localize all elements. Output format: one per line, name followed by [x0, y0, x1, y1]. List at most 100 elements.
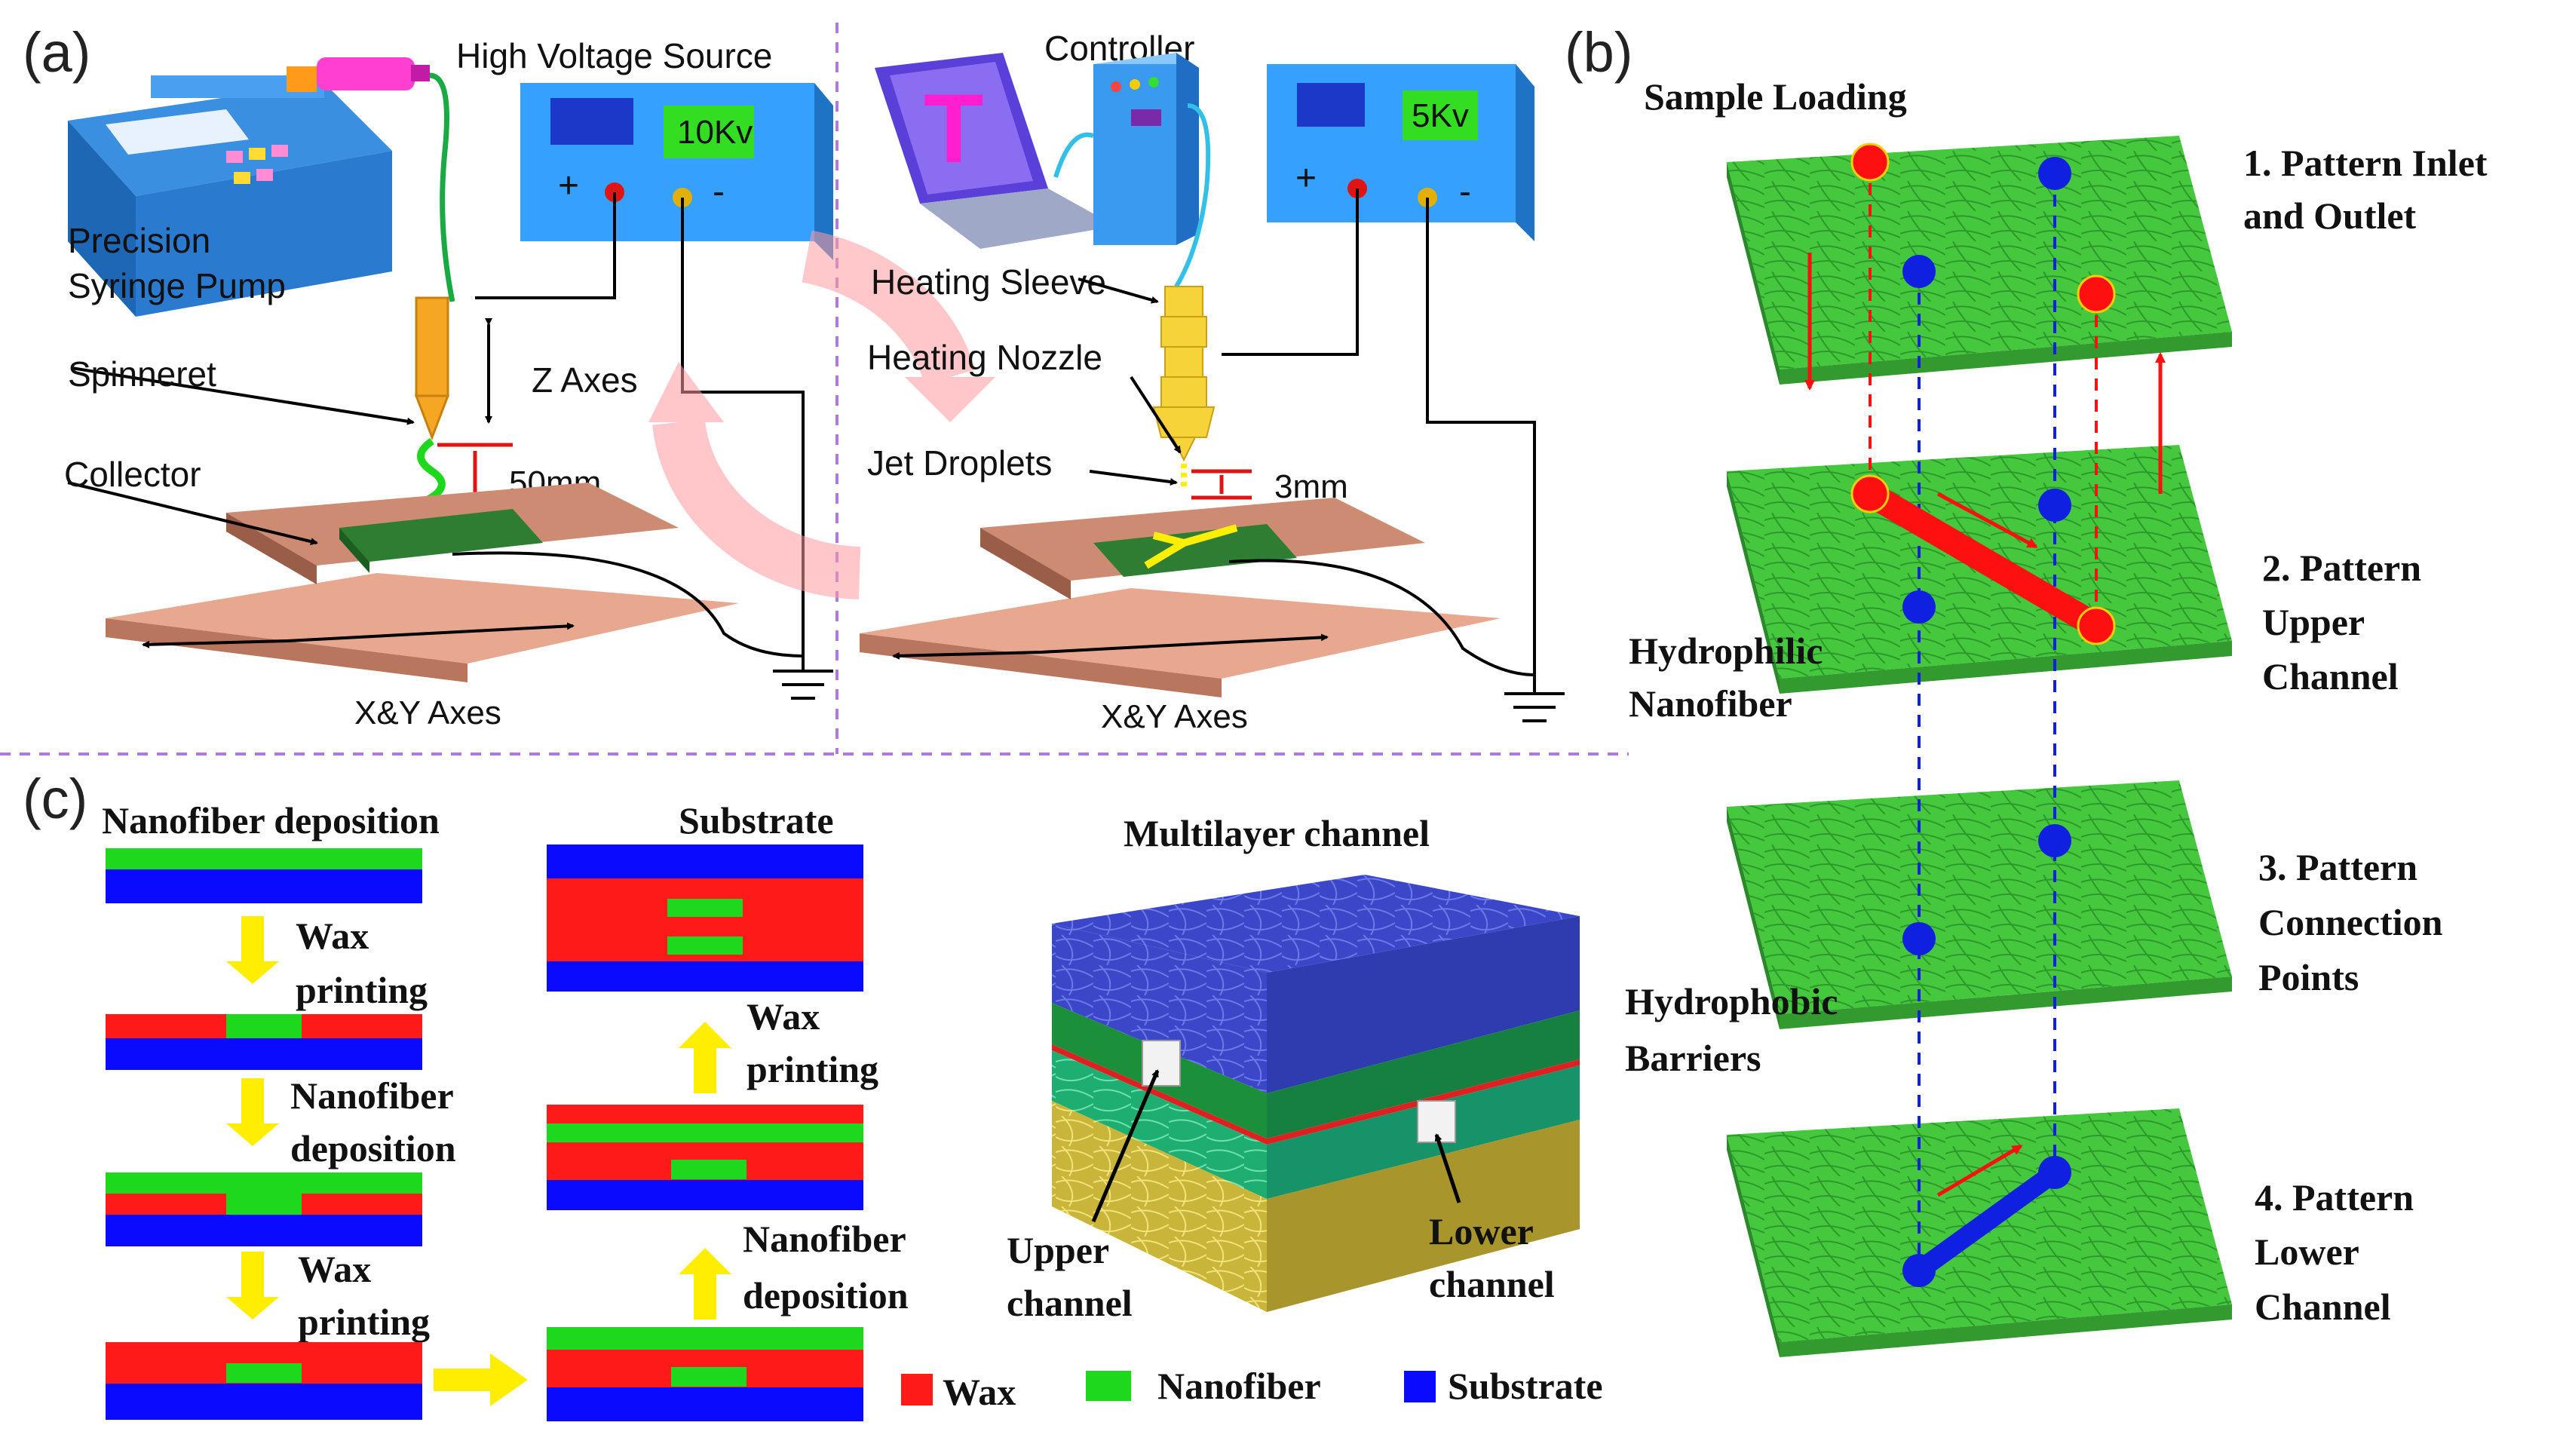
- xy-left-arrow-1: [142, 639, 287, 648]
- lower-channel: [1909, 1163, 2065, 1280]
- legend-substrate-swatch: [1404, 1371, 1436, 1402]
- laptop-letter: T: [924, 73, 983, 183]
- collector-pointer: [67, 481, 318, 545]
- wax-printing-5b: printing: [747, 1048, 878, 1090]
- wax-printing-3b: printing: [298, 1301, 430, 1343]
- wire-hv-right: [1222, 189, 1359, 356]
- wax-printing-3a: Wax: [298, 1248, 371, 1290]
- outlet-dot: [2077, 274, 2116, 314]
- l2-red-dot-2: [2077, 606, 2116, 645]
- multilayer-block: [1052, 875, 1580, 1312]
- minus-left: -: [713, 172, 725, 212]
- spinneret-label: Spinneret: [68, 354, 216, 394]
- layer-3-sheet: [1727, 780, 2232, 1029]
- panel-c-label: (c): [23, 768, 87, 830]
- step4-line2: Lower: [2255, 1231, 2359, 1273]
- pump-label-1: Precision: [68, 221, 210, 260]
- l4-blue-dot-1: [1902, 1254, 1936, 1287]
- legend-nanofiber: Nanofiber: [1157, 1365, 1321, 1407]
- inlet-dot: [1850, 143, 1890, 182]
- step1-line2: and Outlet: [2243, 195, 2417, 237]
- stack-7: [547, 844, 863, 992]
- hv-source-left-icon: [520, 83, 833, 260]
- nanofiber-deposition-title: Nanofiber deposition: [102, 799, 440, 841]
- pump-label-2: Syringe Pump: [68, 266, 286, 305]
- wax-printing-1b: printing: [296, 969, 428, 1011]
- step2-line3: Channel: [2262, 655, 2399, 697]
- yellow-arrow-3: [226, 1252, 279, 1320]
- nanofiber-dep-2b: deposition: [290, 1127, 456, 1169]
- yellow-arrow-up-1: [679, 1248, 731, 1320]
- upper-channel: [1857, 481, 2109, 639]
- heating-nozzle-pointer: [1130, 375, 1182, 454]
- xy-right-arrow-1: [892, 651, 1041, 660]
- stack-6: [547, 1105, 863, 1210]
- yellow-arrow-2: [226, 1078, 279, 1146]
- stack-4: [106, 1342, 422, 1420]
- collector-stage-left: [106, 483, 739, 682]
- nanofiber-dep-4a: Nanofiber: [743, 1218, 906, 1260]
- stack-3: [106, 1172, 422, 1246]
- wax-printing-5a: Wax: [747, 995, 820, 1038]
- laptop-icon: [875, 53, 1116, 249]
- hydrophobic-line2: Barriers: [1625, 1037, 1761, 1079]
- upper-channel-2: channel: [1007, 1282, 1133, 1324]
- l2-blue-dot-2: [1902, 590, 1936, 624]
- hv-source-title-left: High Voltage Source: [456, 36, 772, 75]
- wire-ground-left: [681, 198, 805, 671]
- voltage-right: 5Kv: [1412, 97, 1469, 134]
- layer-1-sheet: [1727, 136, 2232, 385]
- l3-blue-dot-2: [1902, 922, 1936, 955]
- l1-blue-dot-2: [1902, 255, 1936, 288]
- jet-droplets-label: Jet Droplets: [867, 443, 1052, 483]
- controller-cable: [1174, 103, 1211, 288]
- wire-ground-right: [1426, 198, 1536, 694]
- lower-channel-2: channel: [1429, 1263, 1555, 1305]
- collector-wire: [452, 551, 804, 657]
- step2-line2: Upper: [2262, 601, 2365, 643]
- step3-line2: Connection: [2258, 901, 2443, 943]
- legend-substrate: Substrate: [1448, 1365, 1603, 1407]
- jet-droplets-pointer: [1089, 470, 1178, 486]
- yellow-arrow-1: [226, 916, 279, 984]
- upper-channel-1: Upper: [1007, 1229, 1109, 1271]
- l2-blue-dot-1: [2038, 489, 2071, 522]
- stack-1: [106, 848, 422, 903]
- hydrophilic-line1: Hydrophilic: [1629, 630, 1823, 672]
- xy-axes-left: X&Y Axes: [354, 694, 501, 731]
- lower-channel-1: Lower: [1429, 1210, 1534, 1252]
- xy-left-arrow-2: [286, 622, 575, 642]
- stack-5: [547, 1327, 863, 1421]
- collector-label: Collector: [64, 455, 201, 494]
- laptop-cable: [1053, 132, 1094, 178]
- wax-printing-1a: Wax: [296, 915, 369, 957]
- hv-source-right-icon: [1267, 64, 1534, 241]
- l2-red-dot-1: [1850, 474, 1890, 513]
- step4-line1: 4. Pattern: [2255, 1176, 2414, 1218]
- wire-hv-left: [475, 192, 616, 299]
- ground-icon-left: [773, 670, 833, 700]
- substrate-title: Substrate: [679, 799, 834, 841]
- xy-right-arrow-2: [1040, 633, 1329, 654]
- l4-blue-dot-2: [2038, 1156, 2071, 1189]
- tube: [429, 72, 455, 302]
- flow-arrow-lower: [1936, 1144, 2023, 1197]
- stack-2: [106, 1014, 422, 1070]
- panel-a-label: (a): [23, 21, 90, 84]
- nanofiber-dep-2a: Nanofiber: [290, 1074, 454, 1117]
- multilayer-title: Multilayer channel: [1124, 812, 1430, 854]
- cycle-arrow-icon: [648, 230, 995, 599]
- panel-b-label: (b): [1565, 21, 1633, 84]
- spinneret-pointer: [71, 366, 415, 425]
- xy-axes-right: X&Y Axes: [1101, 698, 1248, 735]
- step3-line3: Points: [2258, 956, 2359, 998]
- hydrophilic-line2: Nanofiber: [1629, 682, 1792, 725]
- hydrophobic-line1: Hydrophobic: [1625, 980, 1838, 1022]
- collector-wire-right: [1228, 559, 1535, 676]
- legend-wax: Wax: [943, 1371, 1016, 1413]
- syringe-pump-icon: [68, 57, 430, 317]
- l1-blue-dot-1: [2038, 157, 2071, 190]
- heating-sleeve-pointer: [1078, 277, 1159, 304]
- plus-right: +: [1295, 158, 1317, 198]
